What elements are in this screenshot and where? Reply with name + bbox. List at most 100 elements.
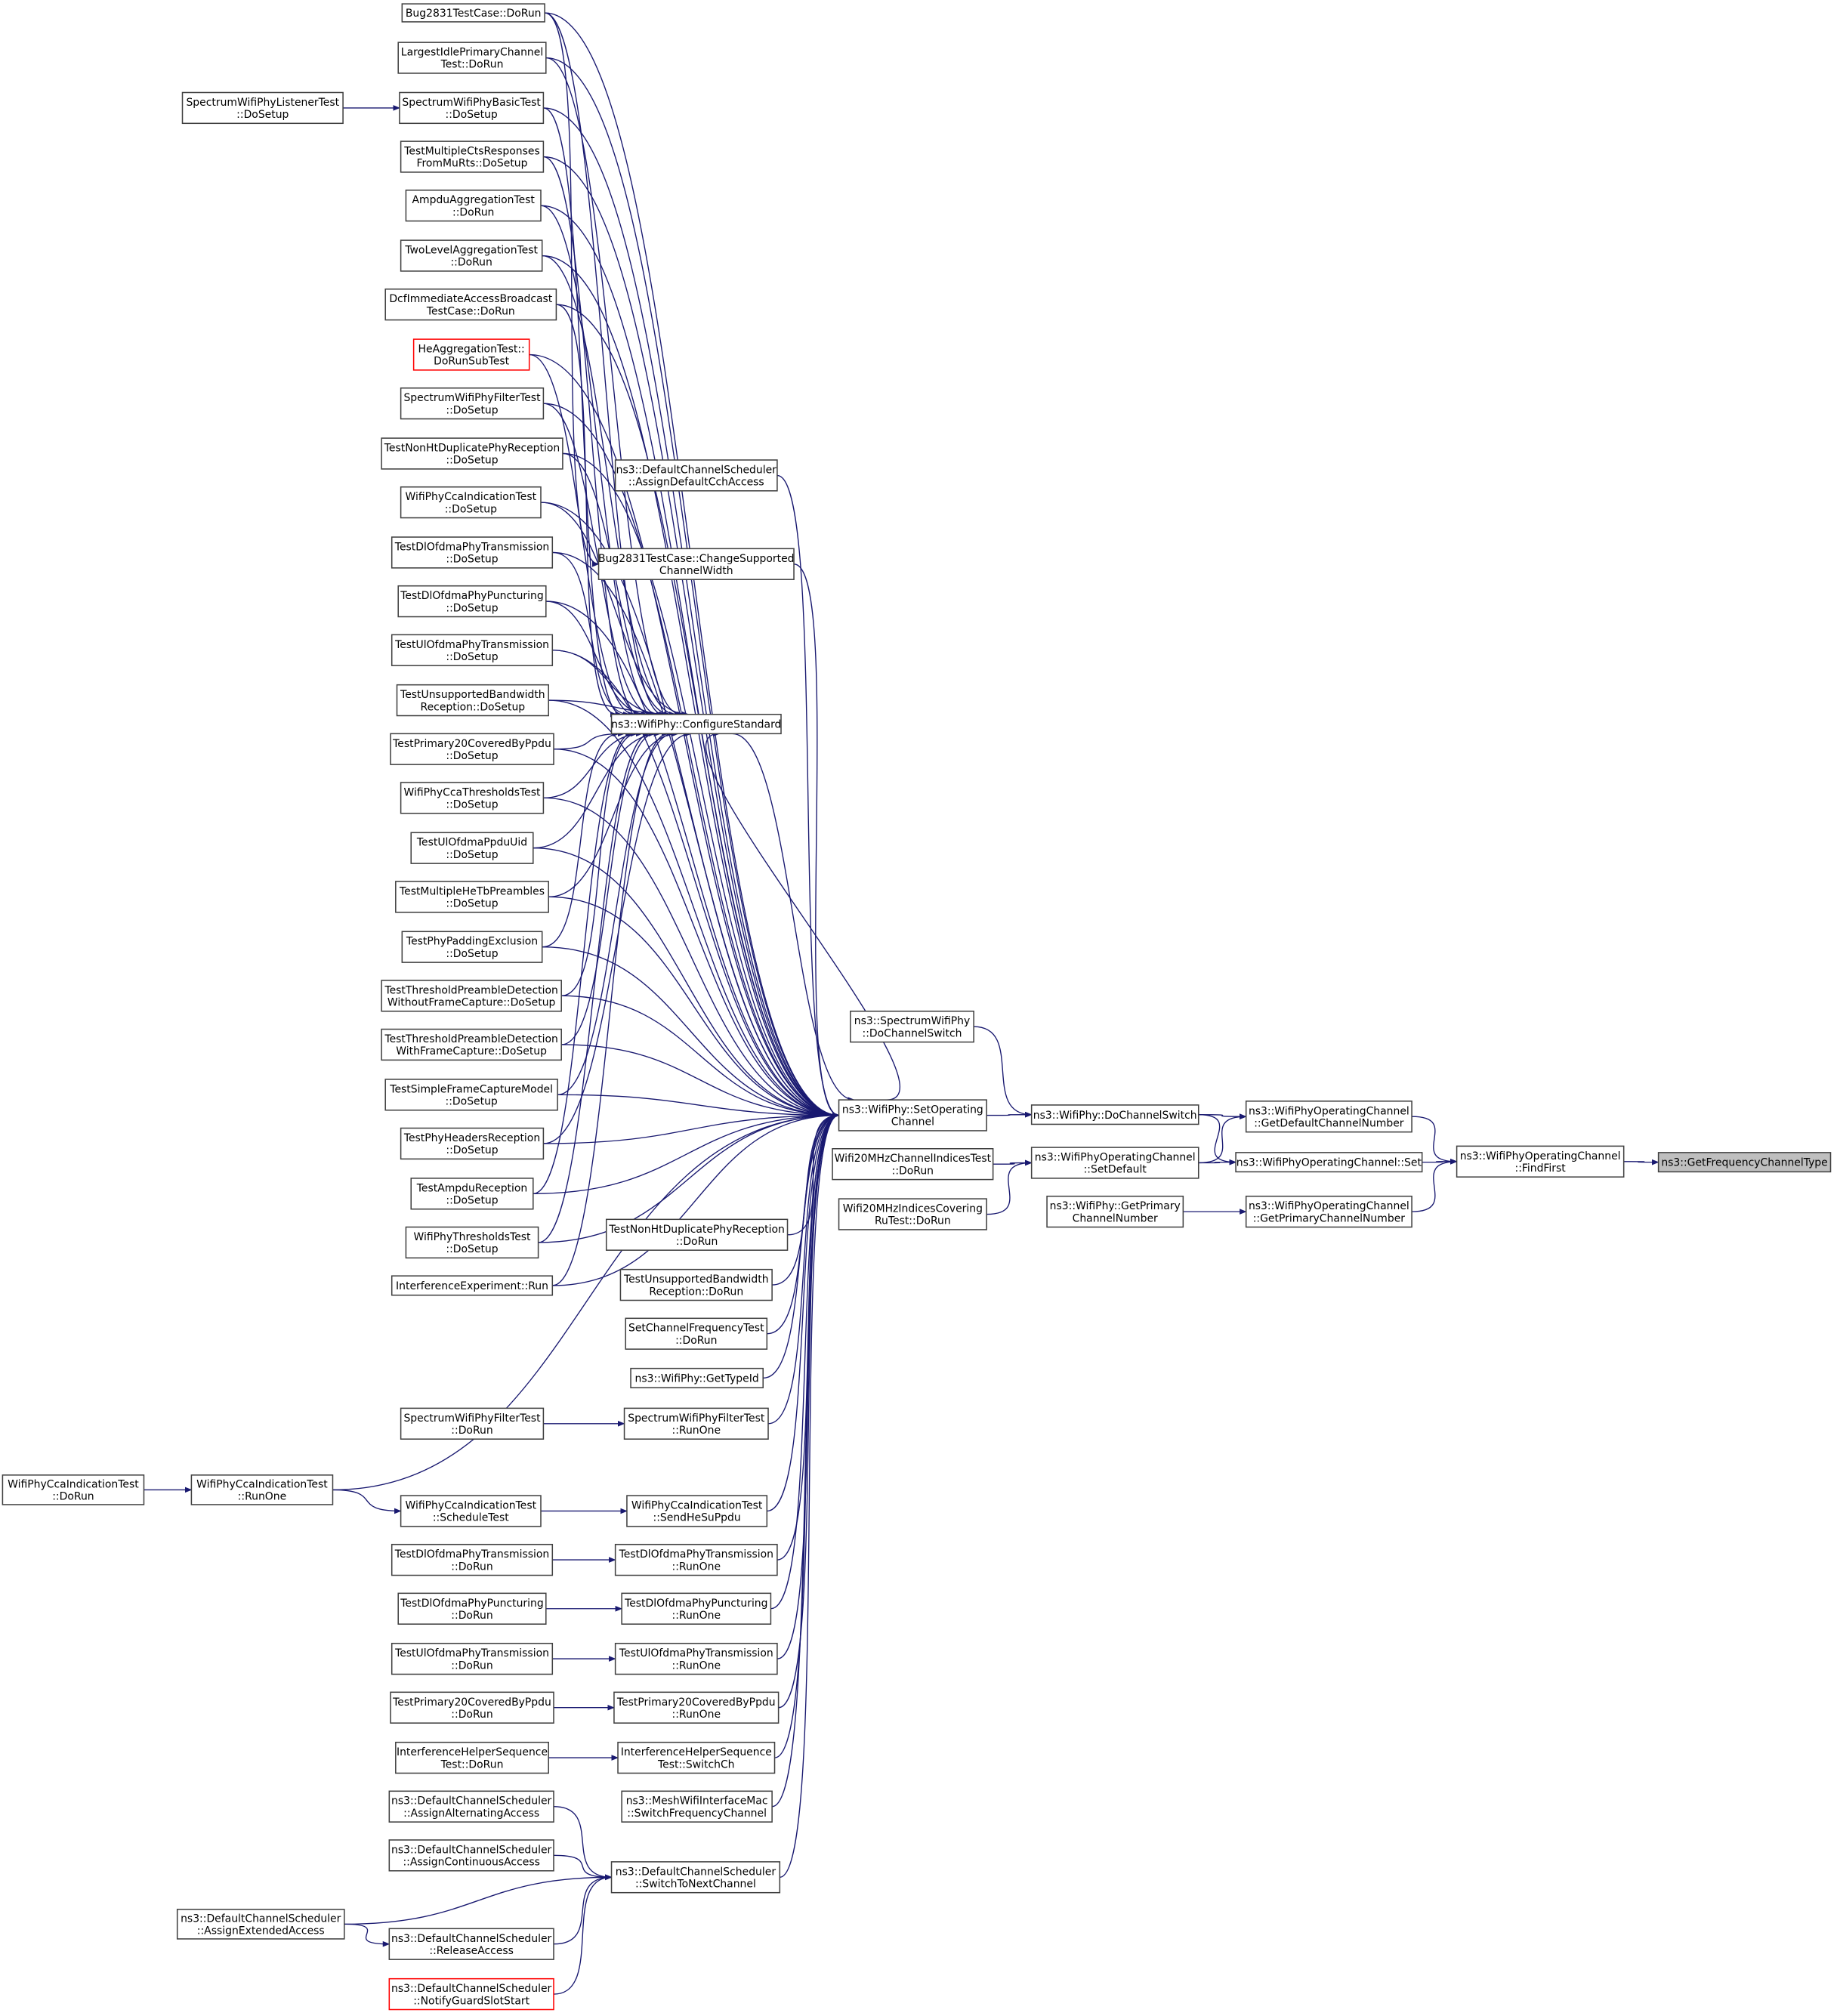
- node-box: [381, 1028, 562, 1061]
- node-c19[interactable]: TestMultipleHeTbPreambles::DoSetup: [395, 881, 549, 913]
- node-label: Test::SwitchCh: [657, 1758, 734, 1771]
- node-c21[interactable]: TestThresholdPreambleDetectionWithoutFra…: [381, 980, 562, 1012]
- node-box: [605, 1218, 789, 1251]
- node-d_bug2831[interactable]: Bug2831TestCase::ChangeSupportedChannelW…: [597, 548, 795, 580]
- node-c6[interactable]: TwoLevelAggregationTest::DoRun: [400, 239, 543, 272]
- node-c33[interactable]: TestPrimary20CoveredByPpdu::DoRun: [390, 1691, 554, 1724]
- node-c11[interactable]: WifiPhyCcaIndicationTest::DoSetup: [400, 486, 542, 519]
- node-c1[interactable]: Bug2831TestCase::DoRun: [401, 3, 545, 23]
- node-c32[interactable]: TestUlOfdmaPhyTransmission::DoRun: [391, 1642, 554, 1675]
- node-c22[interactable]: TestThresholdPreambleDetectionWithFrameC…: [381, 1028, 562, 1061]
- node-d_mesh[interactable]: ns3::MeshWifiInterfaceMac::SwitchFrequen…: [621, 1790, 773, 1823]
- node-box: [621, 1592, 772, 1625]
- node-c7[interactable]: DcfImmediateAccessBroadcastTestCase::DoR…: [384, 288, 557, 321]
- node-c4[interactable]: TestMultipleCtsResponsesFromMuRts::DoSet…: [400, 140, 545, 173]
- edges-layer: [144, 12, 1659, 1995]
- node-f_getprim[interactable]: ns3::WifiPhy::GetPrimaryChannelNumber: [1046, 1195, 1184, 1228]
- node-label: TestUnsupportedBandwidth: [623, 1274, 769, 1286]
- edge-c38-to-d_switch: [553, 1874, 613, 1995]
- node-c12[interactable]: TestDlOfdmaPhyTransmission::DoSetup: [391, 536, 554, 569]
- node-label: TestCase::DoRun: [426, 305, 515, 317]
- node-d_switch[interactable]: ns3::DefaultChannelScheduler::SwitchToNe…: [610, 1861, 781, 1894]
- node-c24[interactable]: TestPhyHeadersReception::DoSetup: [400, 1127, 545, 1160]
- edge-f_setdef-to-g_set: [1198, 1159, 1237, 1165]
- node-box: [614, 1642, 778, 1675]
- node-c27[interactable]: InterferenceExperiment::Run: [391, 1275, 554, 1296]
- node-c8[interactable]: HeAggregationTest::DoRunSubTest: [412, 338, 530, 371]
- node-c18[interactable]: TestUlOfdmaPpduUid::DoSetup: [410, 832, 534, 864]
- node-g_getdef[interactable]: ns3::WifiPhyOperatingChannel::GetDefault…: [1245, 1101, 1412, 1133]
- node-e_w20a[interactable]: Wifi20MHzChannelIndicesTest::DoRun: [832, 1148, 994, 1181]
- node-ccarunone[interactable]: WifiPhyCcaIndicationTest::RunOne: [190, 1474, 334, 1505]
- node-c3[interactable]: SpectrumWifiPhyBasicTest::DoSetup: [399, 91, 545, 125]
- node-listener[interactable]: SpectrumWifiPhyListenerTest::DoSetup: [181, 91, 344, 125]
- node-f_setdef[interactable]: ns3::WifiPhyOperatingChannel::SetDefault: [1030, 1147, 1199, 1179]
- node-label: TwoLevelAggregationTest: [404, 245, 538, 257]
- node-c26[interactable]: WifiPhyThresholdsTest::DoSetup: [405, 1226, 539, 1259]
- node-g_getprim[interactable]: ns3::WifiPhyOperatingChannel::GetPrimary…: [1245, 1195, 1412, 1228]
- node-d_sendhe[interactable]: WifiPhyCcaIndicationTest::SendHeSuPpdu: [626, 1495, 768, 1527]
- node-c15[interactable]: TestUnsupportedBandwidthReception::DoSet…: [396, 684, 549, 717]
- edge-assignext-to-d_switch: [344, 1874, 613, 1925]
- node-g_set[interactable]: ns3::WifiPhyOperatingChannel::Set: [1235, 1152, 1423, 1173]
- node-d_typeid[interactable]: ns3::WifiPhy::GetTypeId: [630, 1367, 764, 1388]
- node-h_findfirst[interactable]: ns3::WifiPhyOperatingChannel::FindFirst: [1456, 1145, 1625, 1178]
- node-c17[interactable]: WifiPhyCcaThresholdsTest::DoSetup: [400, 782, 545, 814]
- node-c14[interactable]: TestUlOfdmaPhyTransmission::DoSetup: [391, 634, 554, 666]
- node-c36[interactable]: ns3::DefaultChannelScheduler::AssignCont…: [388, 1839, 554, 1872]
- node-c31[interactable]: TestDlOfdmaPhyPuncturing::DoRun: [397, 1592, 547, 1625]
- node-d_filterrunone[interactable]: SpectrumWifiPhyFilterTest::RunOne: [623, 1407, 769, 1440]
- node-f_dochsw[interactable]: ns3::WifiPhy::DoChannelSwitch: [1030, 1104, 1199, 1125]
- node-cfg[interactable]: ns3::WifiPhy::ConfigureStandard: [610, 714, 782, 735]
- node-e_spectrum[interactable]: ns3::SpectrumWifiPhy::DoChannelSwitch: [850, 1010, 974, 1043]
- node-d_dlrun[interactable]: TestDlOfdmaPhyTransmission::RunOne: [614, 1543, 778, 1576]
- node-label: ::DoSetup: [446, 1144, 498, 1156]
- node-d_p20[interactable]: TestPrimary20CoveredByPpdu::RunOne: [613, 1691, 780, 1724]
- node-d_setfreq[interactable]: SetChannelFrequencyTest::DoRun: [625, 1317, 768, 1350]
- node-c29[interactable]: WifiPhyCcaIndicationTest::ScheduleTest: [400, 1495, 542, 1527]
- node-label: ::DoSetup: [446, 750, 498, 762]
- node-d_nonht[interactable]: TestNonHtDuplicatePhyReception::DoRun: [605, 1218, 789, 1251]
- node-box: [850, 1010, 974, 1043]
- node-c35[interactable]: ns3::DefaultChannelScheduler::AssignAlte…: [388, 1790, 554, 1823]
- node-label: ChannelNumber: [1073, 1212, 1158, 1224]
- node-box: [1030, 1147, 1199, 1179]
- node-c16[interactable]: TestPrimary20CoveredByPpdu::DoSetup: [390, 733, 554, 765]
- node-label: ::DoChannelSwitch: [863, 1027, 962, 1039]
- edge-c3-to-setop: [543, 107, 840, 1119]
- node-c23[interactable]: TestSimpleFrameCaptureModel::DoSetup: [384, 1079, 558, 1111]
- node-d_dlpunc[interactable]: TestDlOfdmaPhyPuncturing::RunOne: [621, 1592, 772, 1625]
- node-ccadorun[interactable]: WifiPhyCcaIndicationTest::DoRun: [2, 1474, 145, 1505]
- node-c25[interactable]: TestAmpduReception::DoSetup: [410, 1178, 534, 1210]
- node-c28[interactable]: SpectrumWifiPhyFilterTest::DoRun: [400, 1407, 545, 1440]
- node-label: ::DoRun: [451, 1561, 492, 1573]
- node-c13[interactable]: TestDlOfdmaPhyPuncturing::DoSetup: [397, 585, 547, 618]
- node-c9[interactable]: SpectrumWifiPhyFilterTest::DoSetup: [400, 387, 545, 420]
- node-d_assigncch[interactable]: ns3::DefaultChannelScheduler::AssignDefa…: [614, 459, 778, 492]
- node-c38[interactable]: ns3::DefaultChannelScheduler::NotifyGuar…: [388, 1977, 554, 2011]
- node-assignext[interactable]: ns3::DefaultChannelScheduler::AssignExte…: [176, 1909, 345, 1940]
- node-label: ns3::MeshWifiInterfaceMac: [626, 1795, 768, 1808]
- node-label: TestPrimary20CoveredByPpdu: [392, 738, 551, 750]
- node-c20[interactable]: TestPhyPaddingExclusion::DoSetup: [401, 931, 543, 963]
- node-label: WifiPhyCcaIndicationTest: [406, 491, 537, 503]
- node-c5[interactable]: AmpduAggregationTest::DoRun: [405, 189, 542, 222]
- node-box: [838, 1099, 987, 1131]
- node-c37[interactable]: ns3::DefaultChannelScheduler::ReleaseAcc…: [388, 1928, 554, 1960]
- node-label: SpectrumWifiPhyBasicTest: [402, 97, 541, 109]
- node-label: ::DoRun: [52, 1491, 94, 1503]
- node-d_ulrun[interactable]: TestUlOfdmaPhyTransmission::RunOne: [614, 1642, 778, 1675]
- node-i_target[interactable]: ns3::GetFrequencyChannelType: [1657, 1152, 1832, 1173]
- node-box: [391, 1543, 554, 1576]
- node-c30[interactable]: TestDlOfdmaPhyTransmission::DoRun: [391, 1543, 554, 1576]
- node-label: SpectrumWifiPhyFilterTest: [628, 1412, 765, 1425]
- node-label: ::SetDefault: [1084, 1164, 1147, 1176]
- node-c10[interactable]: TestNonHtDuplicatePhyReception::DoSetup: [381, 437, 563, 470]
